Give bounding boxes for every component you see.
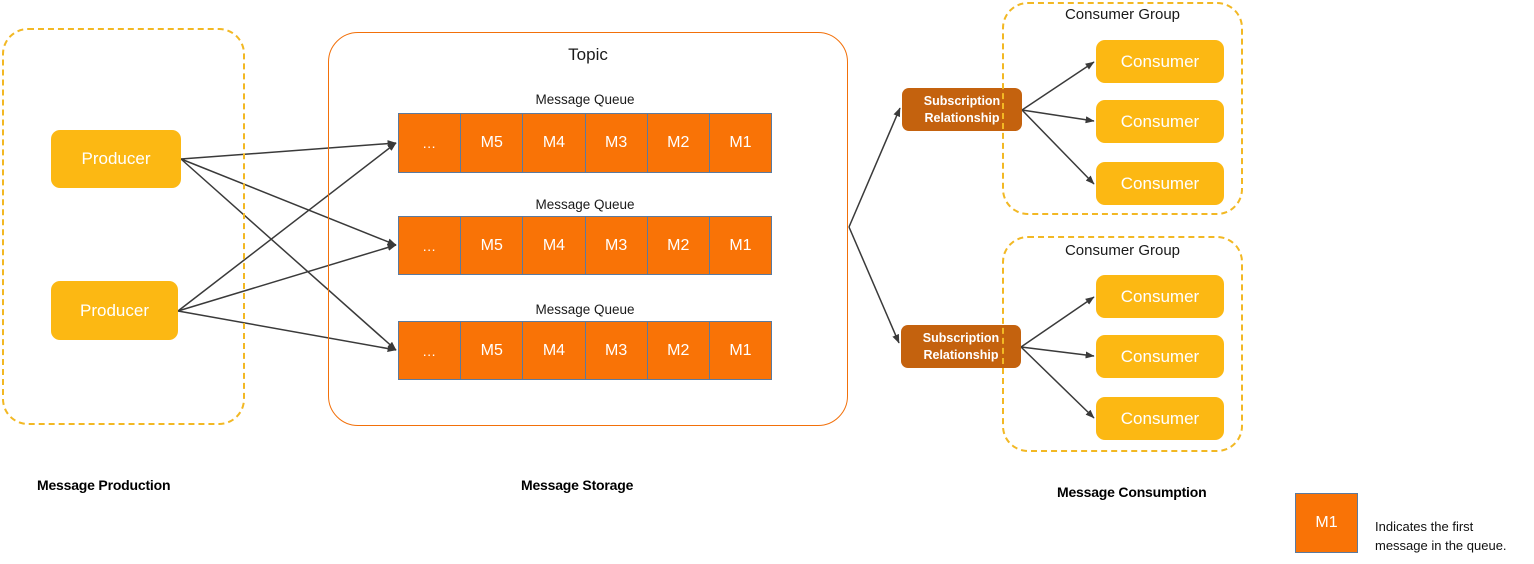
- topic-title: Topic: [568, 45, 608, 64]
- consumer-box-1-1[interactable]: Consumer: [1096, 40, 1224, 83]
- stage-label-message-consumption: Message Consumption: [1057, 484, 1207, 500]
- edge-topic-subscription2: [848, 226, 900, 344]
- queue-label-3: Message Queue: [535, 302, 635, 317]
- legend-swatch-label: M1: [1315, 514, 1338, 531]
- queue-cell: M1: [709, 322, 772, 379]
- consumer-box-2-1[interactable]: Consumer: [1096, 275, 1224, 318]
- queue-cell: M3: [585, 217, 648, 274]
- queue-cell: M2: [647, 114, 710, 172]
- edge-topic-subscription1: [848, 107, 901, 228]
- queue-cell: M4: [523, 322, 586, 379]
- message-queue-3: … M5 M4 M3 M2 M1: [398, 321, 772, 380]
- message-queue-2: … M5 M4 M3 M2 M1: [398, 216, 772, 275]
- consumer-label: Consumer: [1120, 346, 1200, 366]
- consumer-box-2-3[interactable]: Consumer: [1096, 397, 1224, 440]
- consumer-label: Consumer: [1120, 51, 1200, 71]
- queue-label-1: Message Queue: [535, 92, 635, 107]
- consumer-label: Consumer: [1120, 408, 1200, 428]
- queue-cell: M4: [523, 114, 586, 172]
- consumer-box-2-2[interactable]: Consumer: [1096, 335, 1224, 378]
- queue-cell: M5: [461, 217, 524, 274]
- consumer-label: Consumer: [1120, 173, 1200, 193]
- consumer-group-title-1: Consumer Group: [1064, 6, 1181, 23]
- queue-label-2: Message Queue: [535, 197, 635, 212]
- producer-box-1[interactable]: Producer: [51, 130, 181, 188]
- legend-swatch: M1: [1295, 493, 1358, 553]
- stage-label-message-storage: Message Storage: [521, 477, 634, 493]
- queue-cell: M2: [647, 322, 710, 379]
- producer-label-1: Producer: [81, 149, 151, 168]
- queue-cell: M4: [523, 217, 586, 274]
- message-queue-1: … M5 M4 M3 M2 M1: [398, 113, 772, 173]
- consumer-label: Consumer: [1120, 111, 1200, 131]
- subscription-line-1: Subscription: [922, 330, 1000, 345]
- topic-container: [328, 32, 848, 426]
- subscription-line-2: Relationship: [923, 347, 999, 362]
- consumer-group-title-2: Consumer Group: [1064, 242, 1181, 259]
- queue-cell: M3: [585, 114, 648, 172]
- queue-cell: M3: [585, 322, 648, 379]
- producer-box-2[interactable]: Producer: [51, 281, 178, 340]
- queue-cell: M1: [709, 217, 772, 274]
- consumer-group-container-2: [1002, 236, 1243, 452]
- queue-cell: …: [399, 322, 462, 379]
- producer-group-container: [2, 28, 245, 425]
- queue-cell: M5: [461, 114, 524, 172]
- queue-cell: …: [399, 217, 462, 274]
- consumer-label: Consumer: [1120, 286, 1200, 306]
- stage-label-message-production: Message Production: [37, 477, 171, 493]
- subscription-line-1: Subscription: [923, 93, 1001, 108]
- subscription-line-2: Relationship: [924, 110, 1000, 125]
- queue-cell: M5: [461, 322, 524, 379]
- queue-cell: M2: [647, 217, 710, 274]
- consumer-group-container-1: [1002, 2, 1243, 215]
- subscription-relationship-box-2[interactable]: Subscription Relationship: [901, 325, 1021, 368]
- producer-label-2: Producer: [80, 300, 149, 320]
- queue-cell: …: [399, 114, 462, 172]
- consumer-box-1-3[interactable]: Consumer: [1096, 162, 1224, 205]
- consumer-box-1-2[interactable]: Consumer: [1096, 100, 1224, 143]
- queue-cell: M1: [709, 114, 772, 172]
- legend-description: Indicates the first message in the queue…: [1375, 519, 1507, 553]
